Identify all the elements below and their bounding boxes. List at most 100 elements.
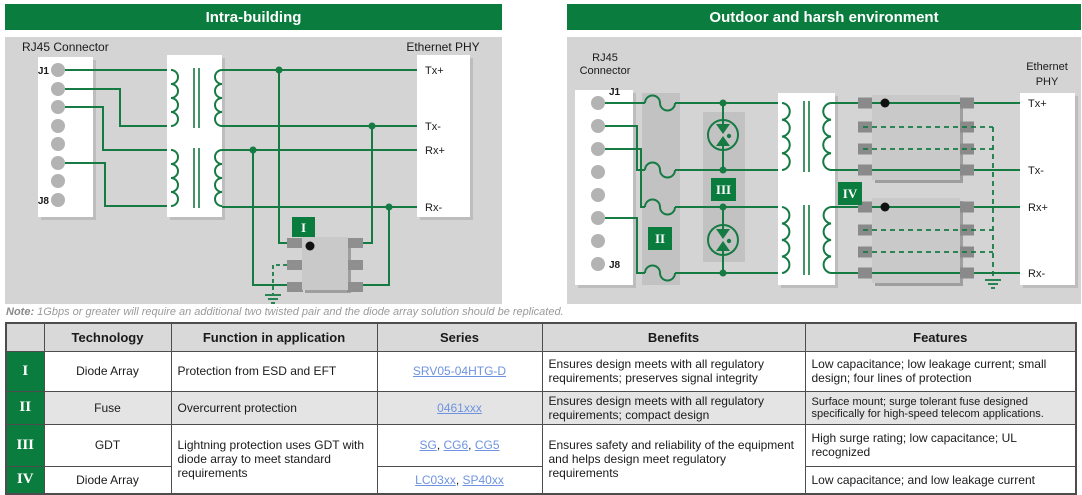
signal-tx-minus: Tx- <box>1028 165 1044 177</box>
header-series: Series <box>376 322 543 352</box>
series-link[interactable]: LC03xx <box>415 472 456 487</box>
series-link[interactable]: SG <box>419 438 437 452</box>
ground-icon <box>265 294 281 304</box>
series-link[interactable]: SRV05-04HTG-D <box>412 364 507 378</box>
series-cell: 0461xxx <box>376 390 543 425</box>
connector-body <box>38 57 93 217</box>
phy-body <box>417 55 470 217</box>
signal-rx-plus: Rx+ <box>1028 202 1048 214</box>
technology-cell: Diode Array <box>43 465 172 495</box>
benefits-cell-merged: Ensures safety and reliability of the eq… <box>541 423 806 495</box>
series-cell: SG, CG6, CG5 <box>376 423 543 467</box>
signal-rx-plus: Rx+ <box>425 145 445 157</box>
junction-dots <box>719 99 727 277</box>
connector-body <box>575 90 633 285</box>
fuse-symbol <box>644 94 676 112</box>
table-header-row: Technology Function in application Serie… <box>5 322 1077 352</box>
series-link[interactable]: CG5 <box>474 438 500 452</box>
rj45-label-1: RJ45 <box>592 52 618 64</box>
technology-cell: Diode Array <box>43 350 172 392</box>
badge-i: I <box>292 217 315 237</box>
svg-text:IV: IV <box>843 186 858 201</box>
ground-wire-dashed <box>272 264 287 294</box>
table-row: I Diode Array Protection from ESD and EF… <box>5 350 1077 392</box>
wires-connector-to-transformer <box>65 69 171 207</box>
fuse-symbol <box>644 161 676 179</box>
badge-ii: II <box>648 227 672 250</box>
pin-j1-label: J1 <box>38 66 50 77</box>
function-cell: Overcurrent protection <box>170 390 378 425</box>
table-row: II Fuse Overcurrent protection 0461xxx E… <box>5 390 1077 425</box>
chip-pin1-dot <box>880 202 890 212</box>
function-cell-merged: Lightning protection uses GDT with diode… <box>170 423 378 495</box>
diode-array-chip <box>858 95 993 183</box>
outdoor-diagram: RJ45 Connector Ethernet PHY J1 J8 <box>575 52 1078 289</box>
panel-intra-building: RJ45 Connector Ethernet PHY J1 J8 <box>5 37 502 304</box>
features-cell: Low capacitance; low leakage current; sm… <box>804 350 1077 392</box>
table-row: IV Diode Array LC03xx, SP40xx Low capaci… <box>5 465 1077 495</box>
rj45-connector: J1 J8 <box>575 87 636 288</box>
features-cell: Surface mount; surge tolerant fuse desig… <box>804 390 1077 425</box>
ethernet-phy-box: Tx+ Tx- Rx+ Rx- <box>1020 93 1078 288</box>
diode-array-chip <box>858 198 993 286</box>
transformer-windings <box>781 102 832 274</box>
series-cell: LC03xx, SP40xx <box>376 465 543 495</box>
rj45-connector-label: RJ45 Connector <box>22 40 109 54</box>
ethernet-phy-box: Tx+ Tx- Rx+ Rx- <box>417 55 473 220</box>
transformer-windings <box>170 69 223 207</box>
header-function: Function in application <box>170 322 378 352</box>
series-cell: SRV05-04HTG-D <box>376 350 543 392</box>
header-technology: Technology <box>43 322 172 352</box>
ethernet-phy-label-2: PHY <box>1036 76 1059 88</box>
series-link[interactable]: CG6 <box>443 438 469 452</box>
header-features: Features <box>804 322 1077 352</box>
junction-dots <box>249 66 393 211</box>
signal-rx-minus: Rx- <box>425 202 442 214</box>
panel-title: Intra-building <box>205 8 302 26</box>
chip-body <box>872 198 960 283</box>
ethernet-phy-label-1: Ethernet <box>1026 61 1068 73</box>
badge-iv: IV <box>838 182 862 205</box>
row-badge: I <box>5 350 45 392</box>
gdt-symbol <box>707 103 739 170</box>
header-benefits: Benefits <box>541 322 806 352</box>
panel-outdoor: RJ45 Connector Ethernet PHY J1 J8 <box>567 37 1081 304</box>
row-badge: IV <box>5 465 45 495</box>
signal-rx-minus: Rx- <box>1028 268 1045 280</box>
phy-body <box>1020 93 1075 285</box>
transformer <box>778 93 838 288</box>
connector-pins <box>591 96 605 271</box>
pin-j1-label: J1 <box>609 87 621 98</box>
transformer-core <box>803 101 810 275</box>
row-badge: III <box>5 423 45 467</box>
table-row: III GDT Lightning protection uses GDT wi… <box>5 423 1077 495</box>
panel-header-outdoor: Outdoor and harsh environment <box>567 4 1081 30</box>
benefits-cell: Ensures design meets with all regulatory… <box>541 350 806 392</box>
rj45-connector: J1 J8 <box>38 57 96 220</box>
technology-cell: Fuse <box>43 390 172 425</box>
chip-pin1-dot <box>880 98 890 108</box>
fuse-strip <box>642 93 680 285</box>
svg-text:I: I <box>301 220 306 235</box>
series-link[interactable]: 0461xxx <box>437 400 482 415</box>
note-text: 1Gbps or greater will require an additio… <box>34 306 564 318</box>
pin-j8-label: J8 <box>38 196 50 207</box>
row-badge: II <box>5 390 45 425</box>
intra-building-diagram: RJ45 Connector Ethernet PHY J1 J8 <box>22 40 480 304</box>
signal-tx-plus: Tx+ <box>1028 98 1047 110</box>
ic-pin1-dot <box>305 241 315 251</box>
pin-j8-label: J8 <box>609 260 621 271</box>
transformer <box>167 55 225 220</box>
note: Note: 1Gbps or greater will require an a… <box>6 306 1076 318</box>
note-prefix: Note: <box>6 306 35 318</box>
diode-array-ic <box>265 237 363 304</box>
series-link[interactable]: SP40xx <box>462 472 504 487</box>
fuse-symbol <box>644 264 676 282</box>
gdt-symbol <box>707 207 739 273</box>
svg-text:III: III <box>716 182 731 197</box>
panel-header-intra-building: Intra-building <box>5 4 502 30</box>
ground-icon <box>985 279 1001 289</box>
signal-tx-minus: Tx- <box>425 121 441 133</box>
ethernet-phy-label: Ethernet PHY <box>406 40 479 54</box>
